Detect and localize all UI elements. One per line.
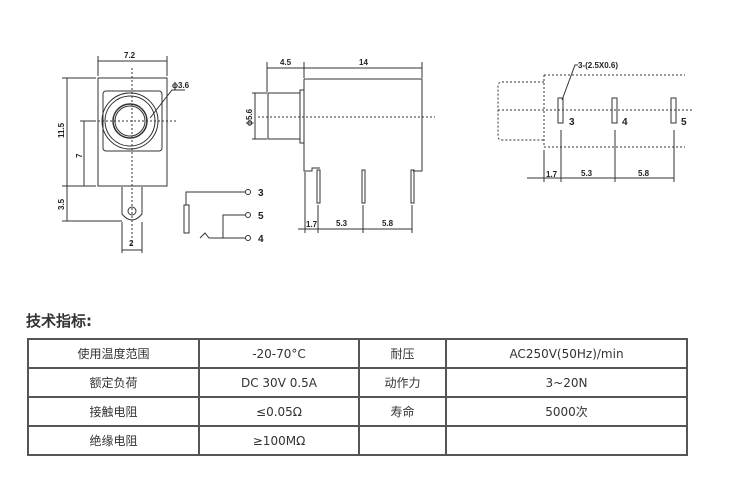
pad-note: 3-(2.5X0.6) bbox=[578, 61, 618, 70]
pad-label-3: 3 bbox=[569, 117, 575, 128]
spec-value: DC 30V 0.5A bbox=[198, 367, 360, 398]
spec-label: 使用温度范围 bbox=[27, 338, 200, 369]
footprint-view: 3-(2.5X0.6) 3 4 5 1.7 5.3 5.8 bbox=[497, 61, 693, 182]
spec-value: AC250V(50Hz)/min bbox=[445, 338, 688, 369]
pin-label-3: 3 bbox=[258, 188, 264, 199]
pin-label-4: 4 bbox=[258, 234, 264, 245]
spec-label: 耐压 bbox=[358, 338, 447, 369]
front-height-label: 11.5 bbox=[57, 122, 66, 138]
front-view: 7.2 ϕ3.6 11.5 7 3.5 2 bbox=[57, 51, 190, 253]
pad-label-5: 5 bbox=[681, 117, 687, 128]
spec-value: ≤0.05Ω bbox=[198, 396, 360, 427]
fp-spacing-1: 1.7 bbox=[546, 170, 558, 179]
table-row: 接触电阻 ≤0.05Ω 寿命 5000次 bbox=[27, 396, 688, 427]
side-diameter-label: ϕ5.6 bbox=[245, 108, 254, 126]
side-spacing-1: 1.7 bbox=[306, 220, 318, 229]
spec-value: 3~20N bbox=[445, 367, 688, 398]
spec-value: 5000次 bbox=[445, 396, 688, 427]
schematic: 3 5 4 bbox=[183, 188, 264, 245]
front-tab-label: 3.5 bbox=[57, 198, 66, 210]
side-view: 4.5 14 ϕ5.6 1.7 5.3 5.8 bbox=[245, 58, 435, 233]
table-row: 使用温度范围 -20-70°C 耐压 AC250V(50Hz)/min bbox=[27, 338, 688, 369]
side-spacing-2: 5.3 bbox=[336, 219, 348, 228]
front-width-label: 7.2 bbox=[124, 51, 136, 60]
side-spacing-3: 5.8 bbox=[382, 219, 394, 228]
specs-table: 使用温度范围 -20-70°C 耐压 AC250V(50Hz)/min 额定负荷… bbox=[27, 338, 688, 456]
front-diameter-label: ϕ3.6 bbox=[172, 81, 190, 90]
technical-drawing: 7.2 ϕ3.6 11.5 7 3.5 2 3 5 4 4.5 14 ϕ5.6 … bbox=[57, 51, 693, 253]
spec-value bbox=[445, 425, 688, 456]
spec-label bbox=[358, 425, 447, 456]
front-tab-width-label: 2 bbox=[129, 239, 134, 248]
table-row: 额定负荷 DC 30V 0.5A 动作力 3~20N bbox=[27, 367, 688, 398]
fp-spacing-3: 5.8 bbox=[638, 169, 650, 178]
side-barrel-label: 4.5 bbox=[280, 58, 292, 67]
spec-label: 动作力 bbox=[358, 367, 447, 398]
pad-label-4: 4 bbox=[622, 117, 628, 128]
spec-value: ≥100MΩ bbox=[198, 425, 360, 456]
table-row: 绝缘电阻 ≥100MΩ bbox=[27, 425, 688, 456]
spec-label: 绝缘电阻 bbox=[27, 425, 200, 456]
front-center-label: 7 bbox=[75, 153, 84, 158]
fp-spacing-2: 5.3 bbox=[581, 169, 593, 178]
specs-title: 技术指标: bbox=[26, 312, 92, 330]
spec-label: 寿命 bbox=[358, 396, 447, 427]
spec-value: -20-70°C bbox=[198, 338, 360, 369]
pin-label-5: 5 bbox=[258, 211, 264, 222]
spec-label: 额定负荷 bbox=[27, 367, 200, 398]
side-body-label: 14 bbox=[359, 58, 368, 67]
spec-label: 接触电阻 bbox=[27, 396, 200, 427]
